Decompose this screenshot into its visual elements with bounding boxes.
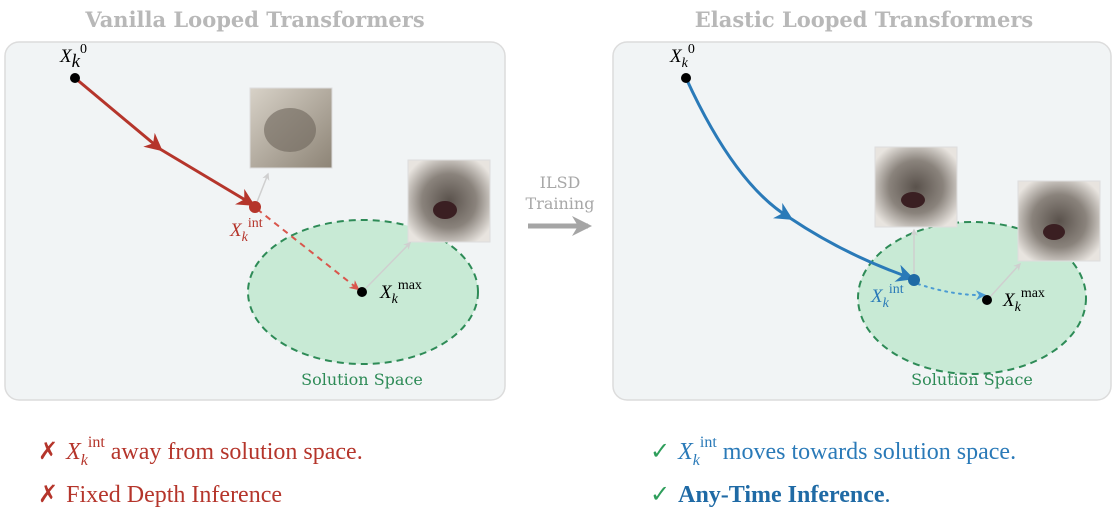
start-point	[70, 73, 80, 83]
bullet-away: ✗Xkint away from solution space.	[38, 434, 363, 469]
bullet-towards: ✓Xkint moves towards solution space.	[650, 434, 1016, 469]
elastic-title: Elastic Looped Transformers	[695, 7, 1033, 32]
dotted-arrow	[917, 283, 986, 301]
max-point	[357, 287, 367, 297]
start-point	[681, 73, 691, 83]
ilsd-training: ILSD Training	[526, 173, 595, 236]
trajectory-arrow	[789, 216, 915, 282]
int-label: Xkint	[870, 282, 904, 311]
solution-space-label: Solution Space	[911, 370, 1033, 389]
dog-image	[407, 159, 491, 243]
vanilla-bullets: ✗Xkint away from solution space. ✗Fixed …	[38, 434, 363, 507]
vanilla-title: Vanilla Looped Transformers	[84, 7, 424, 32]
elastic-panel: Elastic Looped Transformers Solution Spa…	[612, 7, 1112, 401]
int-label: Xkint	[229, 216, 263, 245]
decode-arrow	[989, 262, 1022, 298]
start-label: Xk0	[59, 42, 87, 72]
trajectory-arrow	[684, 77, 794, 220]
noisy-image	[249, 87, 333, 169]
bullet-any-time: ✓Any-Time Inference.	[650, 482, 891, 507]
trajectory-arrow	[74, 76, 163, 152]
dog-image-int	[874, 146, 958, 228]
max-label: Xkmax	[379, 278, 422, 307]
max-label: Xkmax	[1002, 286, 1045, 315]
trajectory-arrow	[159, 147, 256, 206]
decode-arrow	[256, 172, 270, 203]
elastic-bullets: ✓Xkint moves towards solution space. ✓An…	[650, 434, 1016, 507]
training-label: Training	[526, 194, 595, 213]
start-label: Xk0	[669, 42, 695, 71]
max-point	[982, 295, 992, 305]
dog-image-max	[1017, 180, 1101, 262]
bullet-fixed-depth: ✗Fixed Depth Inference	[38, 482, 282, 507]
solution-space-label: Solution Space	[301, 370, 423, 389]
vanilla-panel: Vanilla Looped Transformers Solution Spa…	[4, 7, 506, 401]
ilsd-label: ILSD	[540, 173, 581, 192]
decode-arrow	[365, 241, 412, 289]
int-point	[908, 274, 920, 286]
int-point	[249, 201, 261, 213]
